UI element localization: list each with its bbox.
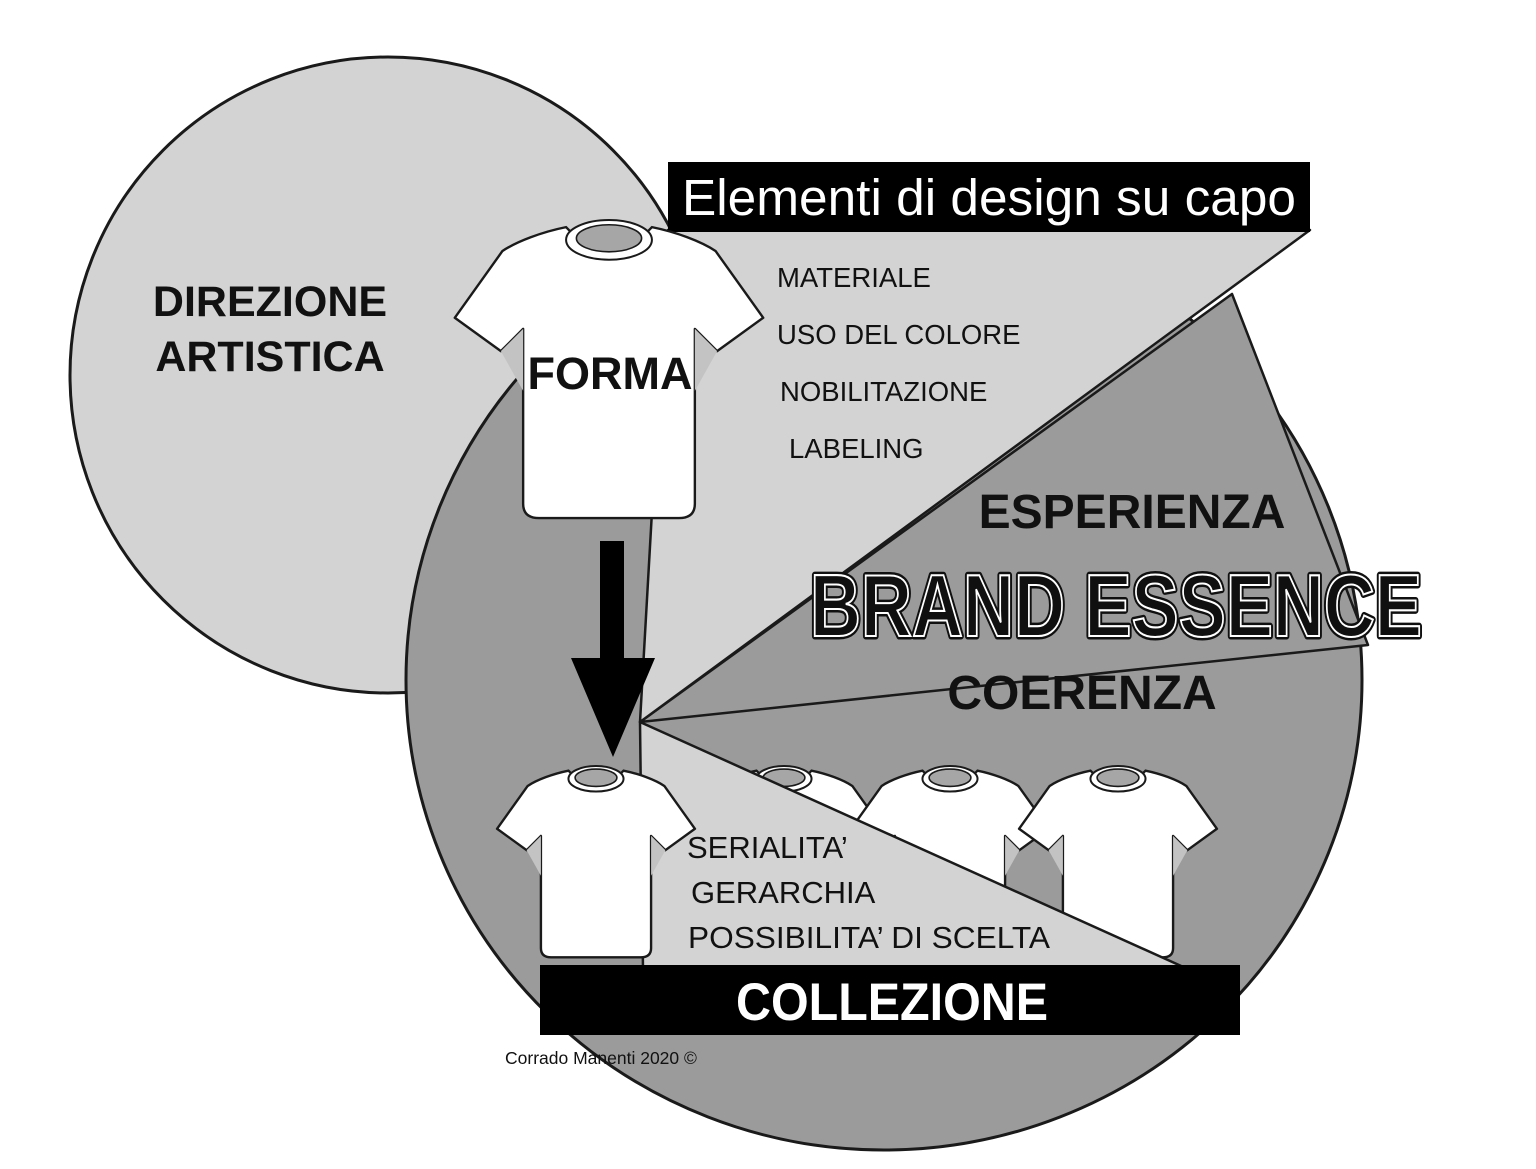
- brand-essence-wedge: [638, 292, 1370, 724]
- design-element-labeling: LABELING: [789, 433, 924, 464]
- collection-attr-gerarchia: GERARCHIA: [691, 875, 876, 910]
- title-banner: [668, 162, 1310, 232]
- artistica-label: ARTISTICA: [155, 333, 384, 381]
- design-element-nobilitazione: NOBILITAZIONE: [780, 376, 987, 407]
- collection-banner: [540, 965, 1240, 1035]
- esperienza-label: ESPERIENZA: [979, 486, 1286, 539]
- title-banner-label: Elementi di design su capo: [682, 169, 1296, 226]
- down-arrow-icon: [571, 541, 655, 757]
- forma-label: FORMA: [528, 348, 693, 399]
- direzione-label: DIREZIONE: [153, 278, 387, 326]
- coerenza-label: COERENZA: [947, 667, 1216, 720]
- credit-label: Corrado Manenti 2020 ©: [505, 1048, 697, 1068]
- design-element-materiale: MATERIALE: [777, 262, 931, 293]
- collection-banner-label: COLLEZIONE: [736, 973, 1048, 1032]
- brand-essence-label-inline: BRAND ESSENCE: [810, 556, 1422, 655]
- collection-attr-serialita: SERIALITA’: [687, 830, 848, 865]
- design-element-uso-del-colore: USO DEL COLORE: [777, 319, 1021, 350]
- collection-attr-possibilita: POSSIBILITA’ DI SCELTA: [688, 920, 1050, 955]
- brand-essence-label: BRAND ESSENCE: [810, 556, 1422, 655]
